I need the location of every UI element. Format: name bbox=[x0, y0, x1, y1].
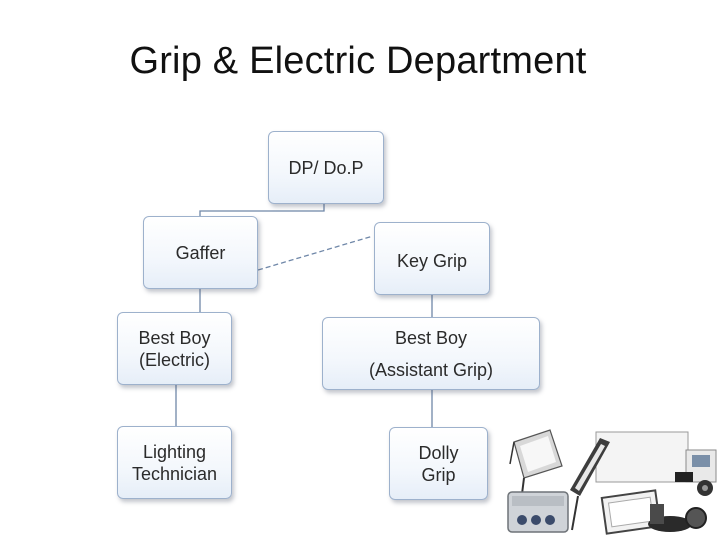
node-best-boy-grip: Best Boy (Assistant Grip) bbox=[322, 317, 540, 390]
light-panel-icon bbox=[570, 438, 610, 531]
node-dolly-grip-line1: Dolly bbox=[418, 442, 459, 463]
node-dolly-grip-line2: Grip bbox=[421, 464, 456, 485]
node-best-boy-grip-line1: Best Boy bbox=[394, 327, 468, 348]
connector-dp-gaffer bbox=[199, 204, 325, 216]
led-panel-icon bbox=[600, 489, 662, 535]
softbox-icon bbox=[509, 429, 563, 511]
slide-title: Grip & Electric Department bbox=[129, 40, 587, 82]
node-dolly-grip: Dolly Grip bbox=[389, 427, 488, 500]
node-key-grip: Key Grip bbox=[374, 222, 490, 295]
connector-gaffer-keygrip bbox=[257, 235, 374, 271]
node-key-grip-label: Key Grip bbox=[396, 250, 468, 271]
grip-equipment-illustration bbox=[500, 420, 720, 540]
node-best-boy-grip-line2: (Assistant Grip) bbox=[368, 359, 494, 380]
node-best-boy-electric: Best Boy (Electric) bbox=[117, 312, 232, 385]
grip-gear-icon bbox=[648, 504, 707, 532]
node-dp-label: DP/ Do.P bbox=[288, 157, 364, 178]
node-gaffer: Gaffer bbox=[143, 216, 258, 289]
node-lighting-technician: Lighting Technician bbox=[117, 426, 232, 499]
node-gaffer-label: Gaffer bbox=[175, 242, 226, 263]
node-lighting-technician-line2: Technician bbox=[131, 463, 218, 484]
node-best-boy-electric-line1: Best Boy bbox=[138, 327, 211, 348]
node-dp: DP/ Do.P bbox=[268, 131, 384, 204]
truck-icon bbox=[595, 431, 717, 496]
node-best-boy-electric-line2: (Electric) bbox=[139, 349, 210, 370]
equipment-case-icon bbox=[507, 491, 569, 533]
node-lighting-technician-line1: Lighting bbox=[142, 441, 207, 462]
